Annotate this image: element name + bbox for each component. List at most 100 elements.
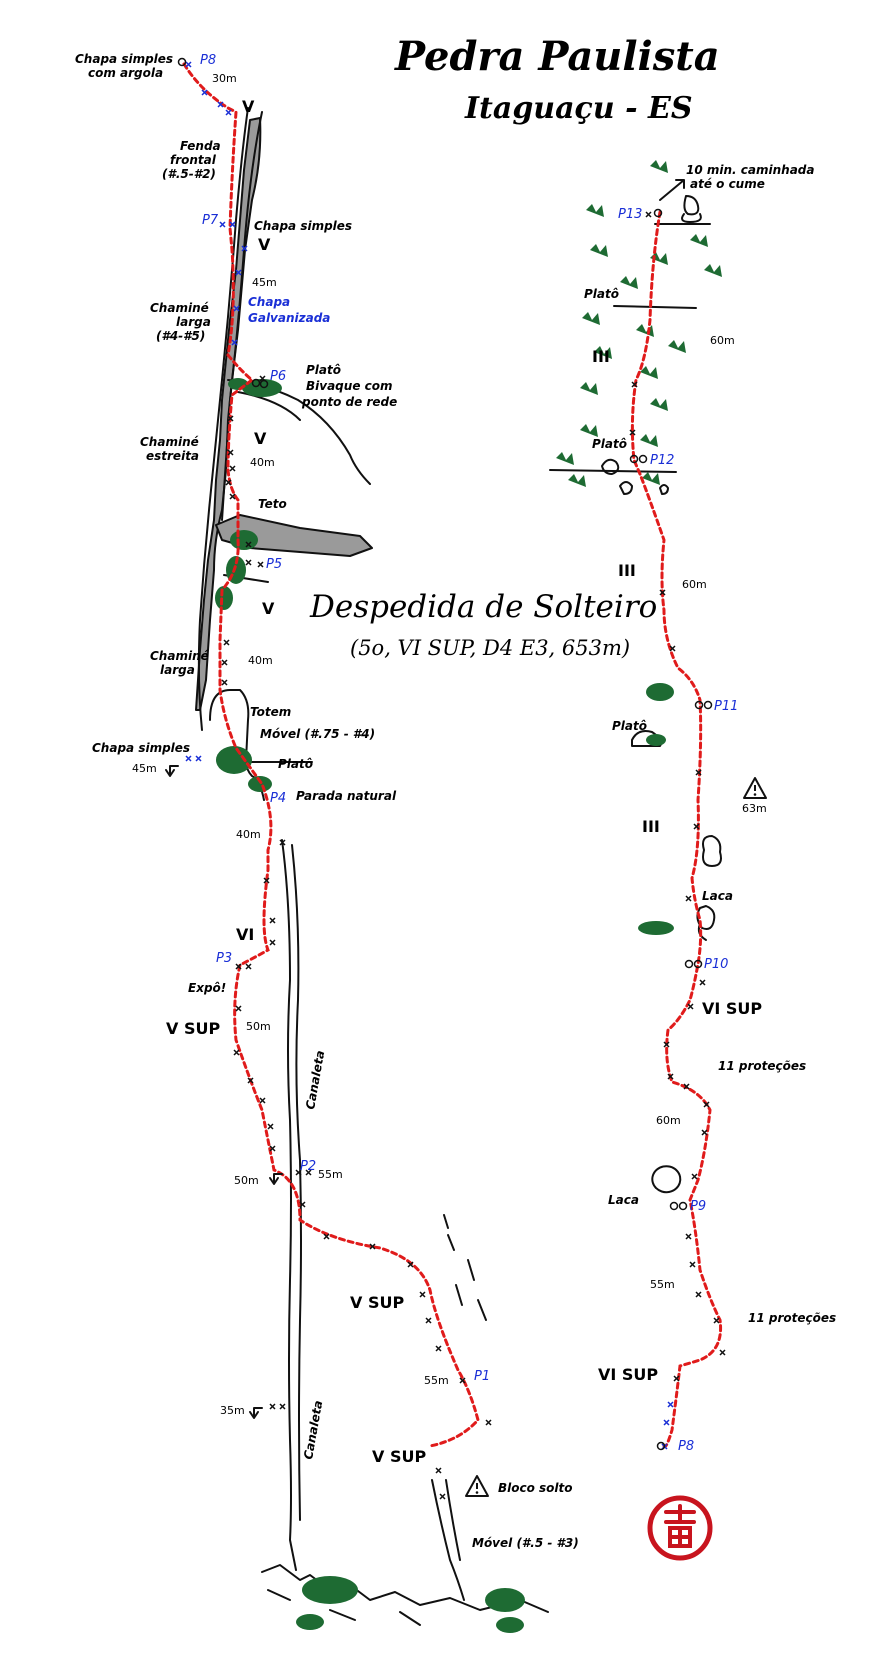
belay-p10: P10 [704, 957, 728, 972]
label-fenda-1: Fenda [180, 139, 221, 153]
belay-p8-left: P8 [200, 53, 216, 68]
belay-p12: P12 [650, 453, 674, 468]
summit-cairn [681, 195, 702, 223]
len-rap35: 35m [220, 1404, 245, 1417]
grade-start: V SUP [372, 1447, 426, 1466]
label-movel-bottom: Móvel (#.5 - #3) [472, 1536, 579, 1550]
label-totem: Totem [250, 705, 291, 719]
label-chamine-larga-2: larga [160, 663, 195, 677]
stamp-seal [647, 1495, 713, 1561]
label-fenda-2: frontal [170, 153, 217, 167]
route-info: (5o, VI SUP, D4 E3, 653m) [350, 636, 630, 660]
grade-p3: VI [236, 925, 254, 944]
right-belay-labels: P13 P12 P11 P10 P9 P8 [618, 207, 738, 1454]
left-labels: Chapa simples com argola Fenda frontal (… [75, 52, 579, 1550]
base-boulders [261, 1564, 549, 1613]
grade-p7: V [258, 235, 271, 254]
right-belay-bolts [629, 208, 713, 1451]
label-canaleta-2: Canaleta [301, 1399, 325, 1460]
label-laca-top: Laca [702, 889, 733, 903]
len-p2a: 55m [318, 1168, 343, 1181]
label-chamine-larga-top-3: (#4-#5) [156, 329, 205, 343]
belay-p7: P7 [202, 213, 219, 228]
len-p6: 40m [250, 456, 275, 469]
belay-p4: P4 [270, 791, 286, 806]
len-p11: 63m [742, 802, 767, 815]
belay-p1: P1 [474, 1369, 490, 1384]
len-rap45: 45m [132, 762, 157, 775]
label-walk-1: 10 min. caminhada [686, 163, 814, 177]
label-p6-note-2: Bivaque com [306, 379, 393, 393]
label-protecoes-1: 11 proteções [718, 1059, 806, 1073]
laca-p9 [651, 1165, 682, 1194]
belay-p13: P13 [618, 207, 642, 222]
belay-p3: P3 [216, 951, 232, 966]
label-parada-natural: Parada natural [296, 789, 397, 803]
left-wall-drawing [195, 107, 549, 1626]
grade-p6: V [254, 429, 267, 448]
len-p13: 60m [710, 334, 735, 347]
label-plato-top: Platô [584, 287, 619, 301]
grade-p13: III [592, 347, 610, 366]
len-p10: 60m [656, 1114, 681, 1127]
laca-top [702, 835, 722, 867]
route-name: Despedida de Solteiro [309, 589, 657, 625]
label-chamine-estreita-1: Chaminé [140, 435, 199, 449]
grade-p8: V [242, 97, 255, 116]
crack-left [197, 107, 249, 731]
label-chamine-larga-1: Chaminé [150, 649, 209, 663]
len-p8: 30m [212, 72, 237, 85]
right-lengths: 60m 60m 63m 60m 55m [650, 334, 767, 1291]
belay-p11: P11 [714, 699, 738, 714]
grade-p9: VI SUP [702, 999, 762, 1018]
len-p12: 60m [682, 578, 707, 591]
label-walk-2: até o cume [690, 177, 765, 191]
label-chamine-estreita-2: estreita [146, 449, 199, 463]
len-p7: 45m [252, 276, 277, 289]
label-movel-top: Móvel (#.75 - #4) [260, 727, 375, 741]
label-teto: Teto [258, 497, 287, 511]
rappel-arrows [165, 765, 283, 1419]
label-p6-note-3: ponto de rede [301, 395, 397, 409]
left-belay-labels: P8 P7 P6 P5 P4 P3 P2 P1 [200, 53, 490, 1384]
label-chamine-larga-top-2: larga [176, 315, 211, 329]
belay-p8-right: P8 [678, 1439, 694, 1454]
label-canaleta-1: Canaleta [303, 1049, 327, 1110]
label-bloco-solto: Bloco solto [498, 1481, 573, 1495]
len-p1: 55m [424, 1374, 449, 1387]
label-plato-p11: Platô [612, 719, 647, 733]
left-lengths: 30m 45m 40m 40m 45m 40m 50m 55m 50m 55m … [132, 72, 449, 1417]
len-p5: 40m [248, 654, 273, 667]
right-labels: 10 min. caminhada até o cume Platô Platô… [584, 163, 836, 1325]
route-line-right [630, 210, 723, 1449]
grade-p2: V SUP [166, 1019, 220, 1038]
grade-p12: III [618, 561, 636, 580]
topo-location: Itaguaçu - ES [464, 91, 693, 126]
belay-p5: P5 [266, 557, 282, 572]
belay-p9: P9 [690, 1199, 706, 1214]
right-terrain [549, 179, 722, 1194]
grade-p11: III [642, 817, 660, 836]
label-p8-note-2: com argola [88, 66, 163, 80]
left-protection-marks [185, 61, 492, 1500]
vegetation-right [556, 160, 722, 935]
label-p8-note-1: Chapa simples [75, 52, 173, 66]
left-belay-bolts [177, 57, 269, 389]
warning-icon [743, 777, 767, 799]
belay-p6: P6 [270, 369, 286, 384]
plato-p12-line [549, 469, 677, 473]
len-p3: 50m [246, 1020, 271, 1033]
label-expo: Expô! [188, 981, 226, 995]
walk-arrow [659, 179, 685, 201]
slabs [443, 1214, 487, 1321]
lower-crack [431, 1479, 465, 1601]
len-p9: 55m [650, 1278, 675, 1291]
grade-p8-right: VI SUP [598, 1365, 658, 1384]
main-face-crack [281, 839, 297, 1571]
label-plato-left: Platô [278, 757, 313, 771]
plato-top-line [613, 305, 697, 309]
len-p4: 40m [236, 828, 261, 841]
belay-p2: P2 [300, 1159, 316, 1174]
label-plato-p12: Platô [592, 437, 627, 451]
grade-p1: V SUP [350, 1293, 404, 1312]
